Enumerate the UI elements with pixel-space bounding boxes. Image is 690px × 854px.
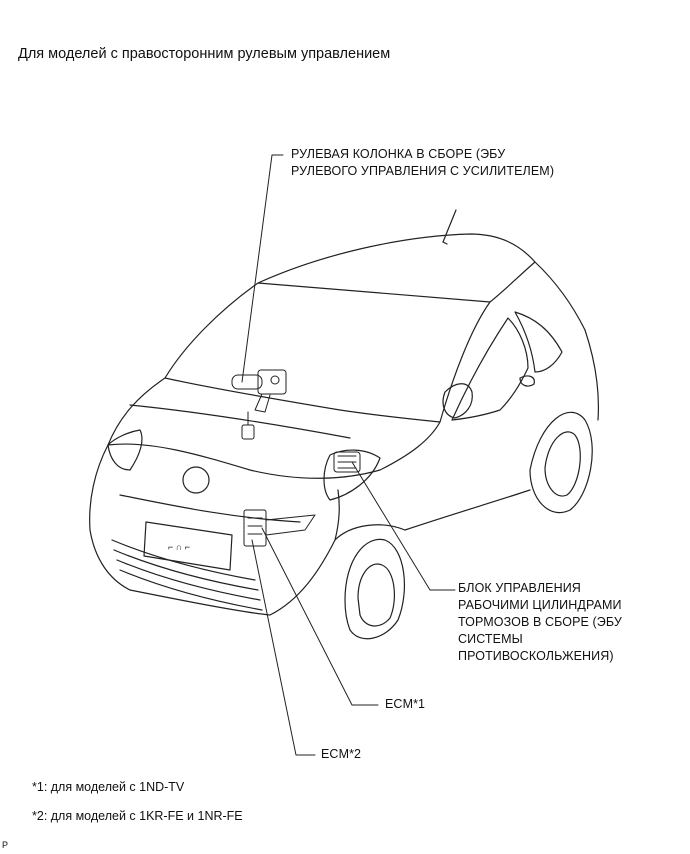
lower-grille: [111, 539, 263, 611]
roof: [257, 233, 536, 284]
callout-steering-column: РУЛЕВАЯ КОЛОНКА В СБОРЕ (ЭБУ РУЛЕВОГО УП…: [291, 147, 555, 178]
hood: [107, 377, 441, 479]
leader-ecm1: [261, 527, 379, 706]
license-plate: [143, 521, 233, 571]
footnote-2: *2: для моделей с 1KR-FE и 1NR-FE: [32, 809, 243, 823]
emblem: [182, 466, 210, 494]
windshield: [164, 282, 491, 423]
left-headlight: [107, 429, 143, 471]
callout-ecm2: ECM*2: [321, 747, 362, 761]
leader-steering: [241, 154, 284, 383]
steering-column-part: [231, 369, 287, 440]
leader-brake: [351, 461, 456, 591]
rear-wheel: [529, 411, 593, 514]
ecm-part: [243, 509, 316, 547]
brake-actuator-part: [333, 451, 361, 473]
footnote-1: *1: для моделей с 1ND-TV: [32, 780, 185, 794]
callout-brake-actuator: БЛОК УПРАВЛЕНИЯ РАБОЧИМИ ЦИЛИНДРАМИ ТОРМ…: [458, 581, 622, 663]
svg-text:⌐ ∩ ⌐: ⌐ ∩ ⌐: [168, 542, 190, 552]
diagram-title: Для моделей с правосторонним рулевым упр…: [18, 46, 391, 62]
right-headlight: [323, 449, 381, 501]
front-wheel: [344, 538, 405, 640]
leader-ecm2: [251, 539, 316, 756]
side-mirror: [442, 383, 473, 419]
corner-mark: P: [2, 840, 9, 850]
leader-lines: [241, 154, 456, 756]
callout-ecm1: ECM*1: [385, 697, 426, 711]
antenna: [442, 209, 457, 243]
side-window: [451, 317, 529, 421]
